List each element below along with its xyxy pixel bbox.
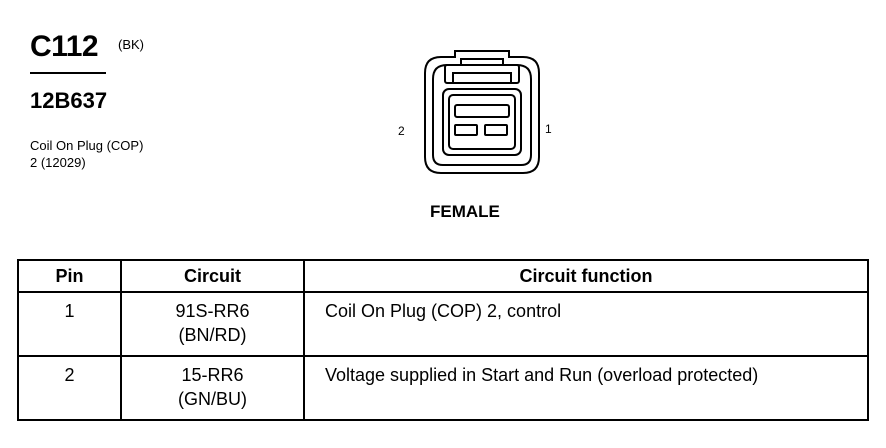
part-number: 12B637	[30, 88, 108, 113]
row-pin: 1	[17, 291, 122, 357]
row-pin: 2	[17, 355, 122, 421]
pinout-table: Pin Circuit Circuit function 1 91S-RR6 (…	[17, 259, 869, 421]
connector-gender: FEMALE	[430, 202, 500, 221]
circuit-code: 91S-RR6	[175, 301, 250, 321]
connector-id: C112	[30, 30, 99, 63]
table-header-row: Pin Circuit Circuit function	[17, 259, 869, 293]
description-line-1: Coil On Plug (COP)	[30, 138, 144, 153]
top-slot	[454, 104, 510, 118]
row-function: Voltage supplied in Start and Run (overl…	[303, 355, 869, 421]
housing-outer	[424, 50, 540, 174]
row-function: Coil On Plug (COP) 2, control	[303, 291, 869, 357]
latch-tab	[452, 72, 512, 83]
header-pin: Pin	[17, 259, 122, 293]
circuit-wire-color: (BN/RD)	[178, 325, 247, 345]
pin-cavity-1	[484, 124, 508, 136]
header-circuit: Circuit	[120, 259, 305, 293]
title-underline	[30, 72, 106, 74]
description-line-2: 2 (12029)	[30, 155, 86, 170]
table-row: 2 15-RR6 (GN/BU) Voltage supplied in Sta…	[17, 355, 869, 421]
pin-label-1: 1	[545, 122, 552, 136]
terminal-body	[442, 88, 522, 156]
circuit-wire-color: (GN/BU)	[178, 389, 247, 409]
pin-label-2: 2	[398, 124, 405, 138]
latch	[444, 64, 520, 84]
housing-inner	[432, 58, 532, 166]
table-row: 1 91S-RR6 (BN/RD) Coil On Plug (COP) 2, …	[17, 291, 869, 357]
header-function: Circuit function	[303, 259, 869, 293]
terminal-body-inner	[448, 94, 516, 150]
row-circuit: 15-RR6 (GN/BU)	[120, 355, 305, 421]
pin-cavity-2	[454, 124, 478, 136]
circuit-code: 15-RR6	[181, 365, 244, 385]
connector-face-diagram	[424, 50, 540, 174]
connector-color: (BK)	[118, 37, 144, 52]
row-circuit: 91S-RR6 (BN/RD)	[120, 291, 305, 357]
